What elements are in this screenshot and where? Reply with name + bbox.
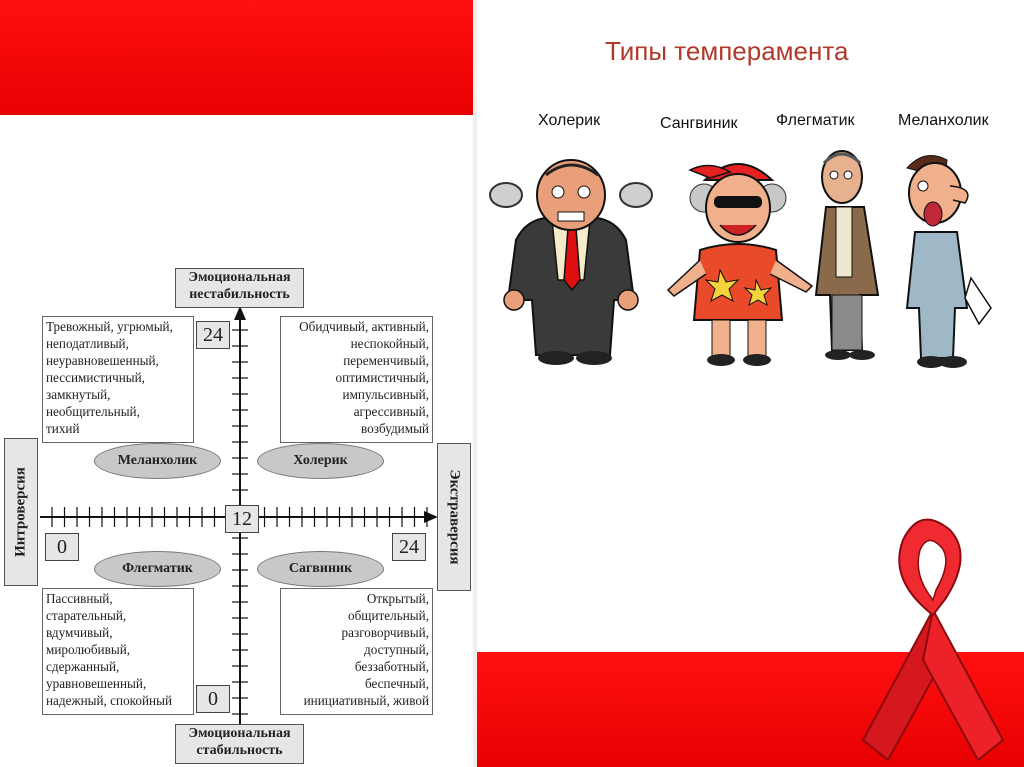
melancholic-cartoon-icon <box>905 155 992 368</box>
sanguine-cartoon-icon <box>666 163 814 366</box>
traits-bottom-right: Открытый, общительный, разговорчивый, до… <box>280 588 433 715</box>
scale-number-top: 24 <box>196 321 230 349</box>
ellipse-sanguine: Сагвиник <box>257 551 384 587</box>
character-name-sanguine: Сангвиник <box>660 115 738 132</box>
horizontal-axis-arrow <box>424 511 438 523</box>
traits-top-right: Обидчивый, активный, неспокойный, переме… <box>280 316 433 443</box>
traits-top-left: Тревожный, угрюмый, неподатливый, неурав… <box>42 316 194 443</box>
divider <box>473 0 477 767</box>
ellipse-melancholic: Меланхолик <box>94 443 221 479</box>
ellipse-phlegmatic: Флегматик <box>94 551 221 587</box>
choleric-cartoon-icon <box>489 159 653 365</box>
character-name-choleric: Холерик <box>538 112 601 129</box>
scale-number-right: 24 <box>392 533 426 561</box>
character-name-phlegmatic: Флегматик <box>776 112 855 129</box>
ellipse-choleric: Холерик <box>257 443 384 479</box>
top-left-red-band <box>0 0 473 115</box>
traits-bottom-left: Пассивный, старательный, вдумчивый, миро… <box>42 588 194 715</box>
scale-number-bottom: 0 <box>196 685 230 713</box>
red-ribbon-icon <box>861 518 1005 762</box>
scale-number-left: 0 <box>45 533 79 561</box>
character-name-melancholic: Меланхолик <box>898 112 989 129</box>
phlegmatic-cartoon-icon <box>814 150 880 360</box>
axis-label-introversion: Интроверсия <box>4 438 38 586</box>
vertical-axis-arrow <box>234 306 246 320</box>
slide-title: Типы темперамента <box>605 36 849 66</box>
axis-label-extraversion: Экстраверсия <box>437 443 471 591</box>
scale-number-center: 12 <box>225 505 259 533</box>
